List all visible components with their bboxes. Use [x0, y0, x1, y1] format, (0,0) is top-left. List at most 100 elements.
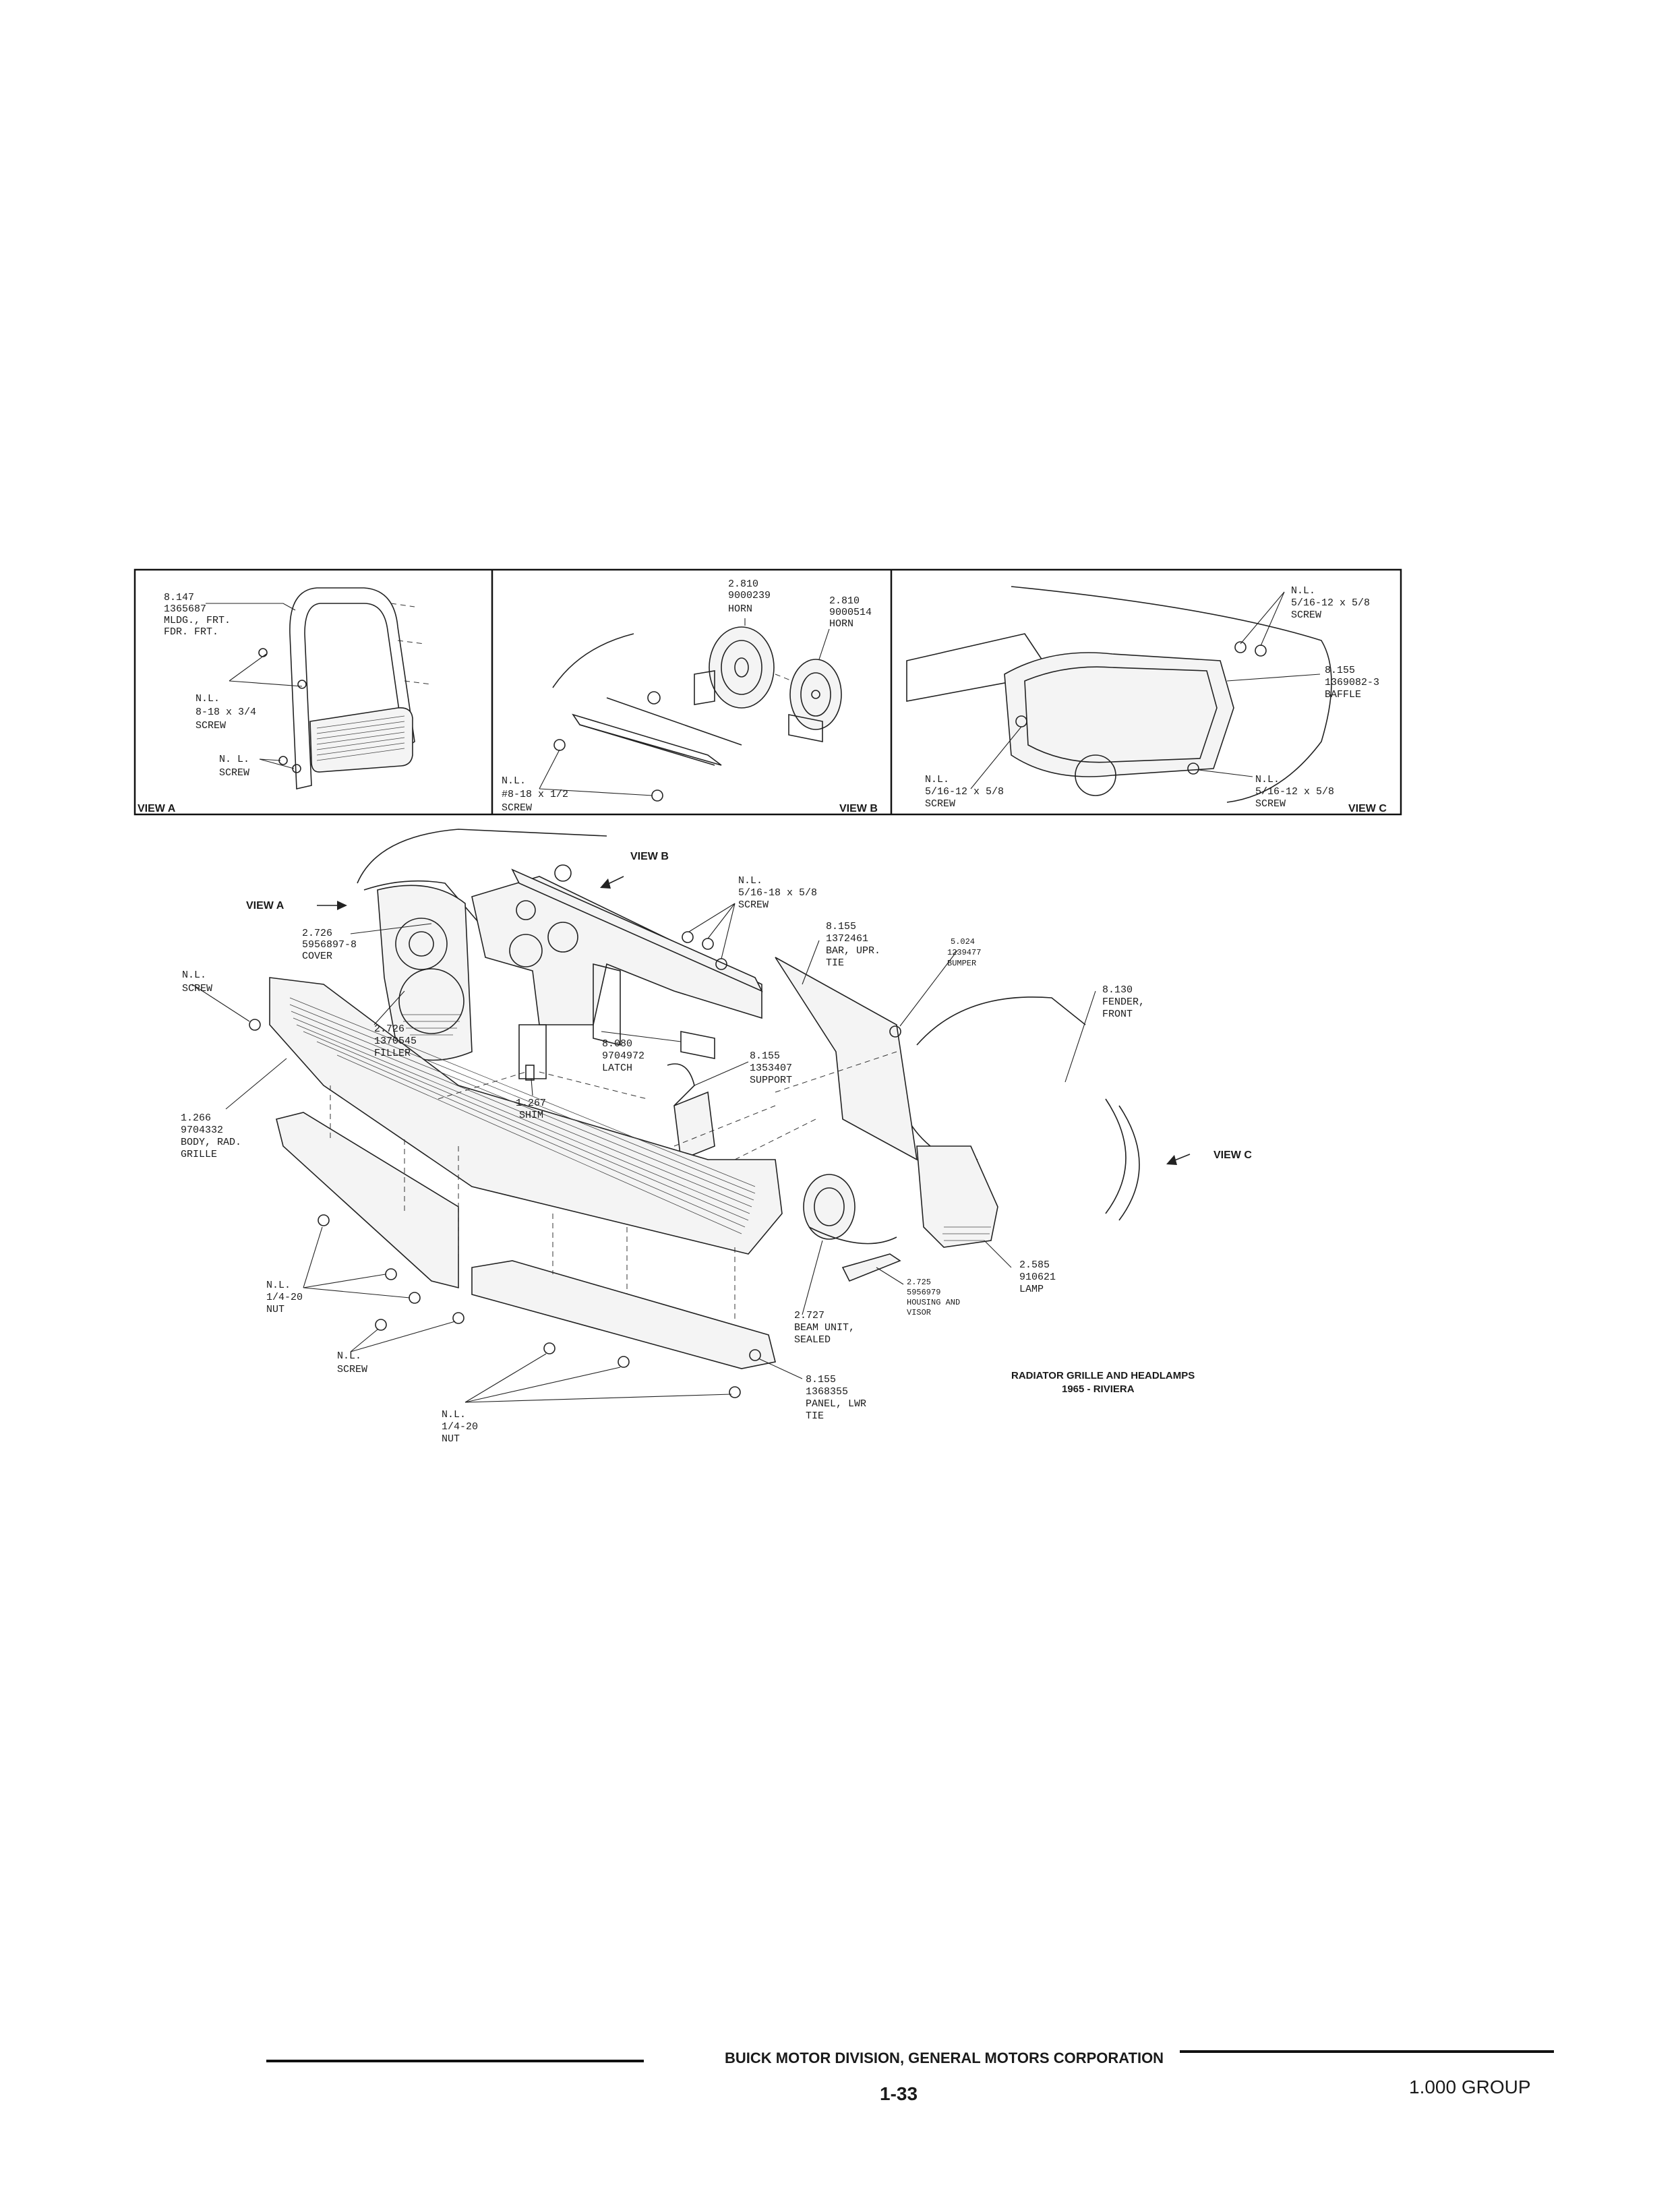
- horn-1-label-l1: 2.810: [728, 578, 758, 590]
- upper-tie-label-l2: 1372461: [826, 933, 868, 945]
- screw-top-label-l2: 5/16-18 x 5/8: [738, 887, 817, 899]
- beam-unit-label-l1: 2.727: [794, 1310, 824, 1321]
- beam-unit-label-l3: SEALED: [794, 1334, 831, 1346]
- view-b-screw-l3: SCREW: [502, 802, 532, 814]
- screw-left-label-l2: SCREW: [182, 983, 212, 994]
- view-a-screw-1-l3: SCREW: [196, 720, 226, 731]
- bumper-label-l3: BUMPER: [947, 959, 976, 968]
- view-c-title: VIEW C: [1348, 803, 1387, 814]
- lower-tie-label-l1: 8.155: [806, 1374, 836, 1385]
- lamp-label-l2: 910621: [1019, 1272, 1056, 1283]
- view-c-screw-top-l2: 5/16-12 x 5/8: [1291, 597, 1370, 609]
- screw-left-label-l1: N.L.: [182, 969, 206, 981]
- lower-tie-label-l3: PANEL, LWR: [806, 1398, 866, 1410]
- view-c-screw-top-l1: N.L.: [1291, 585, 1315, 597]
- cover-label-l2: 5956897-8: [302, 939, 357, 951]
- baffle-label-l1: 8.155: [1325, 665, 1355, 676]
- view-c-screw-right-l2: 5/16-12 x 5/8: [1255, 786, 1334, 798]
- nut-bottom-label-l1: N.L.: [442, 1409, 466, 1421]
- screw-top-label-l1: N.L.: [738, 875, 762, 887]
- view-c-screw-right-l3: SCREW: [1255, 798, 1286, 810]
- view-c-screw-left-l1: N.L.: [925, 774, 949, 785]
- main-exploded-view: VIEW A VIEW B VIEW C 2.726 5956897-8 COV…: [181, 829, 1252, 1445]
- lamp-label-l3: LAMP: [1019, 1284, 1044, 1295]
- upper-tie-label-l3: BAR, UPR.: [826, 945, 880, 957]
- view-a-screw-1-l1: N.L.: [196, 693, 220, 705]
- shim-label-l2: SHIM: [519, 1110, 543, 1121]
- view-b-pointer: VIEW B: [630, 851, 669, 862]
- footer-page-number: 1-33: [880, 2083, 918, 2104]
- lower-tie-label-l2: 1368355: [806, 1386, 848, 1398]
- footer-division: BUICK MOTOR DIVISION, GENERAL MOTORS COR…: [725, 2050, 1164, 2066]
- filler-label-l1: 2.726: [374, 1023, 404, 1035]
- housing-label-l2: 5956979: [907, 1288, 940, 1297]
- view-a-panel: 8.147 1365687 MLDG., FRT. FDR. FRT. N.L.…: [138, 587, 432, 814]
- cover-label-l1: 2.726: [302, 928, 332, 939]
- view-a-screw-2-l1: N. L.: [219, 754, 249, 765]
- grille-label-l3: BODY, RAD.: [181, 1137, 241, 1148]
- view-c-screw-top-l3: SCREW: [1291, 609, 1321, 621]
- latch-label-l2: 9704972: [602, 1050, 644, 1062]
- diagram-caption-l2: 1965 - RIVIERA: [1062, 1383, 1135, 1395]
- upper-tie-label-l4: TIE: [826, 957, 844, 969]
- molding-label-l2: 1365687: [164, 603, 206, 615]
- horn-2-label-l1: 2.810: [829, 595, 860, 607]
- horn-1-label-l3: HORN: [728, 603, 752, 615]
- upper-tie-label-l1: 8.155: [826, 921, 856, 932]
- bumper-label-l2: 1239477: [947, 948, 981, 957]
- sealed-beam-icon: [803, 1174, 901, 1282]
- fender-label-l1: 8.130: [1102, 984, 1133, 996]
- housing-label-l3: HOUSING AND: [907, 1298, 960, 1307]
- fender-label-l3: FRONT: [1102, 1009, 1133, 1020]
- nut-bottom-label-l3: NUT: [442, 1433, 460, 1445]
- horn-1-label-l2: 9000239: [728, 590, 771, 601]
- horn-2-label-l3: HORN: [829, 618, 853, 630]
- housing-label-l1: 2.725: [907, 1278, 931, 1287]
- baffle-label-l3: BAFFLE: [1325, 689, 1361, 700]
- screw-bottom-label-l2: SCREW: [337, 1364, 367, 1375]
- support-label-l1: 8.155: [750, 1050, 780, 1062]
- housing-label-l4: VISOR: [907, 1308, 931, 1317]
- screw-top-label-l3: SCREW: [738, 899, 769, 911]
- view-b-panel: 2.810 9000239 HORN 2.810 9000514 HORN N.…: [502, 578, 878, 814]
- view-c-screw-left-l2: 5/16-12 x 5/8: [925, 786, 1004, 798]
- view-c-panel: N.L. 5/16-12 x 5/8 SCREW 8.155 1369082-3…: [906, 585, 1387, 814]
- view-a-screw-2-l2: SCREW: [219, 767, 249, 779]
- lower-tie-label-l4: TIE: [806, 1410, 824, 1422]
- molding-label-l1: 8.147: [164, 592, 194, 603]
- baffle-label-l2: 1369082-3: [1325, 677, 1379, 688]
- screw-bottom-label-l1: N.L.: [337, 1350, 361, 1362]
- beam-unit-label-l2: BEAM UNIT,: [794, 1322, 855, 1334]
- view-a-pointer: VIEW A: [246, 900, 284, 912]
- view-b-title: VIEW B: [839, 803, 878, 814]
- horn-2-icon: [788, 659, 842, 742]
- view-c-screw-right-l1: N.L.: [1255, 774, 1280, 785]
- bumper-label-l1: 5.024: [951, 937, 975, 947]
- latch-label-l1: 8.080: [602, 1038, 632, 1050]
- view-a-screw-1-l2: 8-18 x 3/4: [196, 707, 256, 718]
- view-c-pointer: VIEW C: [1213, 1149, 1252, 1161]
- view-b-screw-l1: N.L.: [502, 775, 526, 787]
- shim-label-l1: 1.267: [516, 1098, 546, 1109]
- diagram-caption-l1: RADIATOR GRILLE AND HEADLAMPS: [1011, 1370, 1195, 1381]
- grille-label-l4: GRILLE: [181, 1149, 217, 1160]
- support-label-l2: 1353407: [750, 1063, 792, 1074]
- nut-left-label-l3: NUT: [266, 1304, 284, 1315]
- lamp-label-l1: 2.585: [1019, 1259, 1050, 1271]
- grille-label-l1: 1.266: [181, 1112, 211, 1124]
- filler-label-l3: FILLER: [374, 1048, 411, 1059]
- view-c-screw-left-l3: SCREW: [925, 798, 955, 810]
- latch-label-l3: LATCH: [602, 1063, 632, 1074]
- footer-group: 1.000 GROUP: [1409, 2077, 1531, 2097]
- support-label-l3: SUPPORT: [750, 1075, 792, 1086]
- grille-label-l2: 9704332: [181, 1125, 223, 1136]
- view-b-screw-l2: #8-18 x 1/2: [502, 789, 568, 800]
- horn-2-label-l2: 9000514: [829, 607, 872, 618]
- view-a-title: VIEW A: [138, 803, 176, 814]
- horn-1-icon: [694, 626, 775, 709]
- nut-left-label-l1: N.L.: [266, 1280, 291, 1291]
- molding-label-l3: MLDG., FRT.: [164, 615, 231, 626]
- filler-label-l2: 1370545: [374, 1036, 417, 1047]
- nut-bottom-label-l2: 1/4-20: [442, 1421, 478, 1433]
